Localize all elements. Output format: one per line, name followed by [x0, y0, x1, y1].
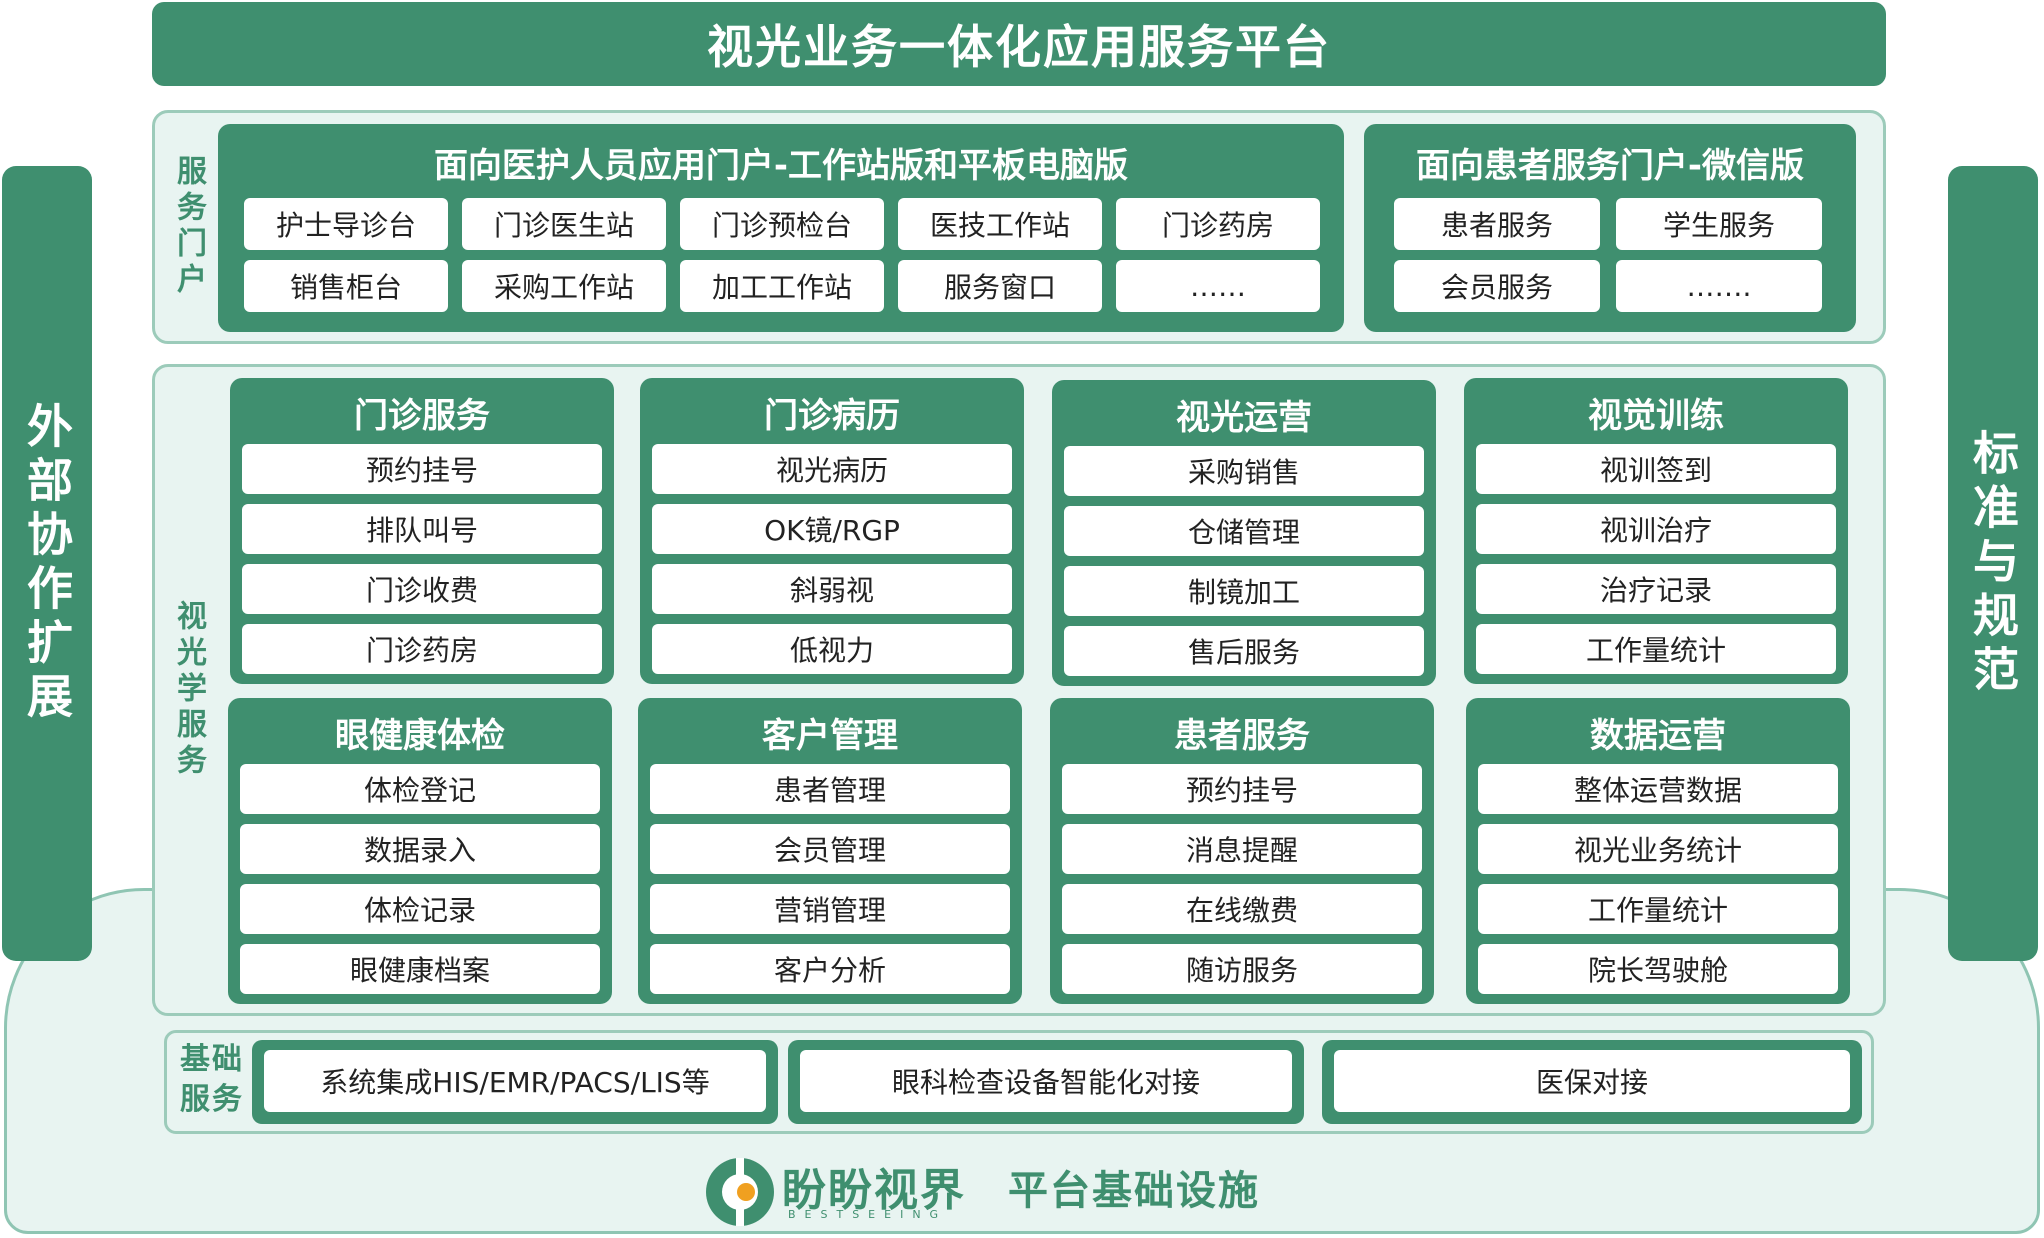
module-patient-service: 患者服务 预约挂号 消息提醒 在线缴费 随访服务	[1050, 698, 1434, 1004]
module-item[interactable]: 消息提醒	[1062, 824, 1422, 874]
infrastructure-label: 平台基础设施	[1008, 1168, 1260, 1214]
module-item[interactable]: 预约挂号	[1062, 764, 1422, 814]
module-item[interactable]: 客户分析	[650, 944, 1010, 994]
brand-name: 盼盼视界	[782, 1165, 966, 1216]
module-item[interactable]: 整体运营数据	[1478, 764, 1838, 814]
module-optometry-operations: 视光运营 采购销售 仓储管理 制镜加工 售后服务	[1052, 380, 1436, 686]
module-title: 门诊服务	[354, 396, 490, 436]
module-item[interactable]: 数据录入	[240, 824, 600, 874]
module-item[interactable]: 视训治疗	[1476, 504, 1836, 554]
optometry-services-label: 视光学服务	[171, 600, 206, 780]
module-item[interactable]: 患者管理	[650, 764, 1010, 814]
external-collaboration-label: 外部协作扩展	[20, 401, 74, 726]
module-item[interactable]: 院长驾驶舱	[1478, 944, 1838, 994]
module-item[interactable]: 在线缴费	[1062, 884, 1422, 934]
portal-item[interactable]: 学生服务	[1616, 198, 1822, 250]
portal-item[interactable]: 护士导诊台	[244, 198, 448, 250]
module-item[interactable]: 售后服务	[1064, 626, 1424, 676]
module-title: 视觉训练	[1588, 396, 1724, 436]
module-title: 患者服务	[1174, 716, 1310, 756]
base-service-insurance: 医保对接	[1322, 1040, 1862, 1124]
portal-item[interactable]: 服务窗口	[898, 260, 1102, 312]
external-collaboration-bar: 外部协作扩展	[2, 166, 92, 961]
module-item[interactable]: 营销管理	[650, 884, 1010, 934]
portal-item[interactable]: 门诊医生站	[462, 198, 666, 250]
module-item[interactable]: 制镜加工	[1064, 566, 1424, 616]
module-item[interactable]: 仓储管理	[1064, 506, 1424, 556]
module-item[interactable]: 视训签到	[1476, 444, 1836, 494]
portal-item[interactable]: 销售柜台	[244, 260, 448, 312]
module-item[interactable]: 治疗记录	[1476, 564, 1836, 614]
module-item[interactable]: 体检记录	[240, 884, 600, 934]
module-item[interactable]: 随访服务	[1062, 944, 1422, 994]
module-title: 门诊病历	[764, 396, 900, 436]
module-title: 数据运营	[1590, 716, 1726, 756]
module-data-operations: 数据运营 整体运营数据 视光业务统计 工作量统计 院长驾驶舱	[1466, 698, 1850, 1004]
portal-item[interactable]: 医技工作站	[898, 198, 1102, 250]
module-visual-training: 视觉训练 视训签到 视训治疗 治疗记录 工作量统计	[1464, 378, 1848, 684]
base-service-his-integration: 系统集成HIS/EMR/PACS/LIS等	[252, 1040, 778, 1124]
module-item[interactable]: 体检登记	[240, 764, 600, 814]
module-customer-management: 客户管理 患者管理 会员管理 营销管理 客户分析	[638, 698, 1022, 1004]
module-title: 眼健康体检	[335, 716, 505, 756]
platform-title: 视光业务一体化应用服务平台	[152, 2, 1886, 86]
portal-item[interactable]: 患者服务	[1394, 198, 1600, 250]
standards-label: 标准与规范	[1966, 428, 2020, 699]
module-item[interactable]: 预约挂号	[242, 444, 602, 494]
base-service-item[interactable]: 眼科检查设备智能化对接	[800, 1050, 1292, 1112]
staff-portal-title: 面向医护人员应用门户-工作站版和平板电脑版	[433, 146, 1129, 186]
patient-portal-panel: 面向患者服务门户-微信版 患者服务 学生服务 会员服务 …….	[1364, 124, 1856, 332]
base-service-device-integration: 眼科检查设备智能化对接	[788, 1040, 1304, 1124]
module-item[interactable]: 视光病历	[652, 444, 1012, 494]
portal-item[interactable]: ……	[1116, 260, 1320, 312]
module-item[interactable]: 工作量统计	[1478, 884, 1838, 934]
module-item[interactable]: OK镜/RGP	[652, 504, 1012, 554]
portal-item[interactable]: 门诊预检台	[680, 198, 884, 250]
portal-item[interactable]: …….	[1616, 260, 1822, 312]
base-service-item[interactable]: 系统集成HIS/EMR/PACS/LIS等	[264, 1050, 766, 1112]
module-item[interactable]: 眼健康档案	[240, 944, 600, 994]
module-outpatient-records: 门诊病历 视光病历 OK镜/RGP 斜弱视 低视力	[640, 378, 1024, 684]
module-item[interactable]: 工作量统计	[1476, 624, 1836, 674]
portal-item[interactable]: 采购工作站	[462, 260, 666, 312]
portal-item[interactable]: 加工工作站	[680, 260, 884, 312]
module-eye-health-checkup: 眼健康体检 体检登记 数据录入 体检记录 眼健康档案	[228, 698, 612, 1004]
brand-subtitle: BESTSEEING	[788, 1208, 948, 1221]
module-item[interactable]: 排队叫号	[242, 504, 602, 554]
base-services-label: 基础服务	[180, 1042, 244, 1117]
portal-item[interactable]: 门诊药房	[1116, 198, 1320, 250]
module-title: 视光运营	[1176, 398, 1312, 438]
standards-bar: 标准与规范	[1948, 166, 2038, 961]
module-title: 客户管理	[762, 716, 898, 756]
portal-item[interactable]: 会员服务	[1394, 260, 1600, 312]
base-service-item[interactable]: 医保对接	[1334, 1050, 1850, 1112]
module-outpatient-service: 门诊服务 预约挂号 排队叫号 门诊收费 门诊药房	[230, 378, 614, 684]
patient-portal-title: 面向患者服务门户-微信版	[1415, 146, 1805, 186]
module-item[interactable]: 采购销售	[1064, 446, 1424, 496]
module-item[interactable]: 视光业务统计	[1478, 824, 1838, 874]
module-item[interactable]: 会员管理	[650, 824, 1010, 874]
module-item[interactable]: 门诊收费	[242, 564, 602, 614]
brand-logo-icon	[700, 1152, 780, 1232]
module-item[interactable]: 斜弱视	[652, 564, 1012, 614]
module-item[interactable]: 门诊药房	[242, 624, 602, 674]
module-item[interactable]: 低视力	[652, 624, 1012, 674]
staff-portal-panel: 面向医护人员应用门户-工作站版和平板电脑版 护士导诊台 门诊医生站 门诊预检台 …	[218, 124, 1344, 332]
service-portal-label: 服务门户	[171, 155, 206, 299]
